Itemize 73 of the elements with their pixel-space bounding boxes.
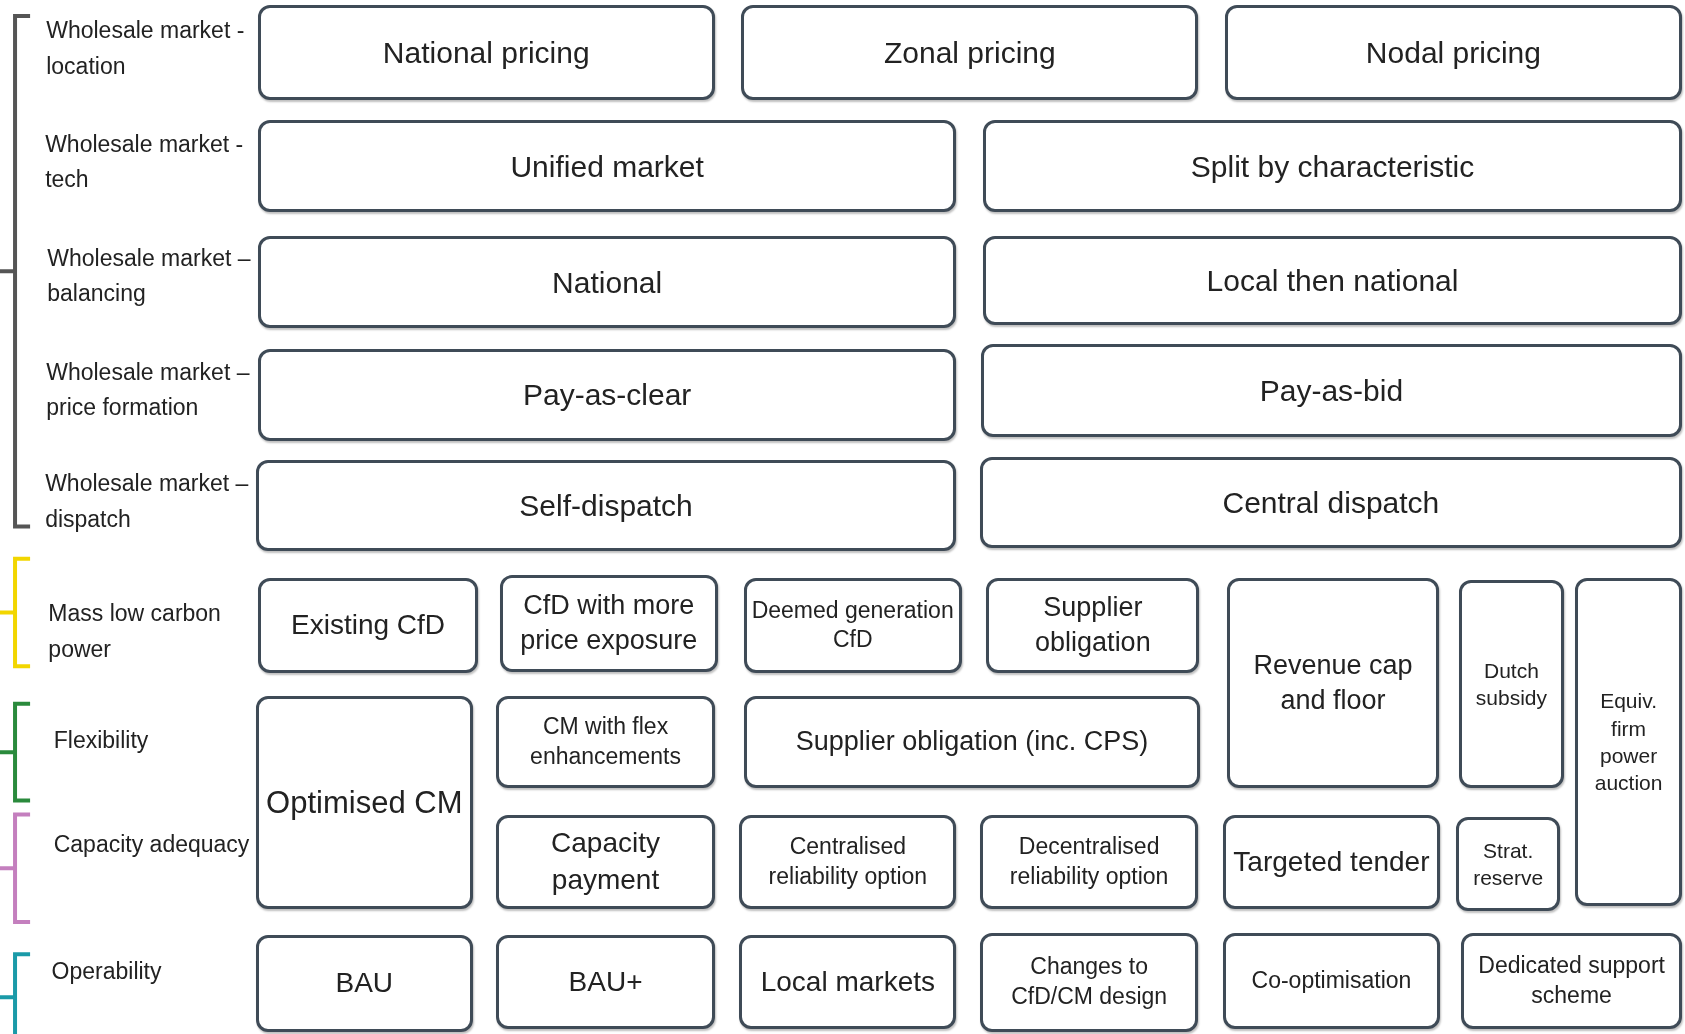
option-box — [257, 236, 957, 328]
option-label: Pay-as-clear — [521, 377, 693, 414]
option-label: BAU — [334, 966, 395, 1001]
option-label: Zonal pricing — [882, 35, 1057, 72]
row-label: Wholesale market - location — [46, 15, 246, 81]
option-label: Capacity payment — [550, 826, 661, 897]
option-label: National — [551, 264, 664, 301]
option-label: Dedicated support scheme — [1477, 951, 1666, 1011]
option-box — [1225, 5, 1682, 100]
option-label: Dutch subsidy — [1474, 657, 1549, 711]
option-label: Strat. reserve — [1472, 837, 1545, 891]
option-label: Supplier obligation — [1034, 591, 1152, 660]
row-label: Operability — [51, 957, 163, 987]
option-label: Deemed generation CfD — [750, 595, 955, 655]
option-label: Decentralised reliability option — [1008, 831, 1170, 891]
option-box — [496, 696, 715, 788]
option-box — [257, 578, 479, 673]
option-label: Centralised reliability option — [767, 831, 929, 891]
option-label: CfD with more price exposure — [519, 589, 699, 658]
option-label: Local then national — [1205, 262, 1460, 299]
option-label: CM with flex enhancements — [529, 712, 682, 771]
row-label: Mass low carbon power — [48, 599, 222, 665]
option-box — [986, 578, 1200, 673]
option-label: Existing CfD — [290, 608, 447, 643]
option-label: Split by characteristic — [1189, 148, 1476, 185]
row-label: Capacity adequacy — [53, 830, 251, 860]
option-box — [1459, 580, 1564, 788]
option-box — [1222, 932, 1440, 1030]
option-label: National pricing — [381, 35, 591, 72]
option-label: Targeted tender — [1232, 844, 1431, 879]
row-label: Wholesale market – dispatch — [45, 469, 250, 534]
option-box — [255, 459, 957, 552]
option-label: Optimised CM — [265, 783, 464, 822]
option-box — [496, 814, 715, 910]
option-box — [741, 5, 1199, 100]
option-box — [1222, 814, 1440, 910]
option-box — [1456, 816, 1561, 912]
option-box — [981, 343, 1682, 438]
option-box — [743, 578, 962, 673]
row-label: Wholesale market – price formation — [46, 357, 251, 423]
option-box — [257, 349, 957, 441]
option-box — [496, 934, 715, 1030]
option-label: Unified market — [509, 148, 705, 185]
option-label: BAU+ — [567, 965, 644, 999]
option-box — [980, 932, 1199, 1032]
option-label: Revenue cap and floor — [1252, 648, 1414, 717]
option-label: Co-optimisation — [1250, 966, 1413, 996]
option-box — [983, 120, 1682, 212]
option-box — [257, 120, 957, 212]
option-box — [499, 574, 718, 672]
option-box — [1461, 932, 1682, 1030]
option-box — [739, 814, 957, 910]
option-box — [743, 696, 1201, 788]
row-label: Flexibility — [53, 726, 150, 756]
option-box — [255, 696, 473, 910]
option-label: Local markets — [759, 965, 936, 999]
option-label: Changes to CfD/CM design — [1010, 952, 1169, 1012]
option-box — [1227, 578, 1439, 788]
option-box — [980, 456, 1682, 549]
option-label: Central dispatch — [1221, 484, 1441, 521]
option-box — [739, 934, 957, 1030]
option-box — [257, 5, 715, 100]
option-label: Equiv. firm power auction — [1593, 688, 1664, 797]
row-label: Wholesale market - tech — [45, 129, 245, 195]
option-label: Self-dispatch — [518, 488, 694, 525]
row-label: Wholesale market – balancing — [47, 243, 252, 309]
option-label: Nodal pricing — [1364, 35, 1542, 72]
option-box — [1575, 578, 1682, 906]
option-label: Pay-as-bid — [1258, 373, 1405, 410]
option-box — [983, 236, 1682, 325]
option-box — [255, 934, 473, 1032]
option-label: Supplier obligation (inc. CPS) — [794, 725, 1150, 759]
option-box — [980, 814, 1199, 910]
